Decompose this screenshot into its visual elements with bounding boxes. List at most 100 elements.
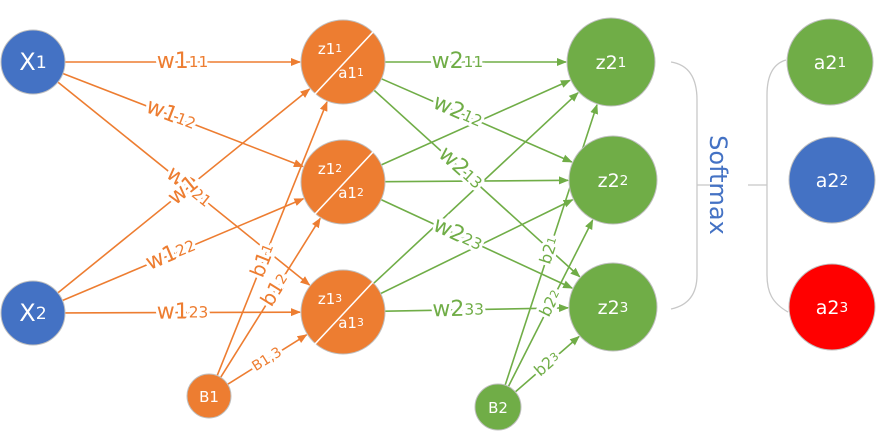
softmax-node-label-sub: 2 [840, 173, 849, 189]
softmax-node-a21 [786, 18, 874, 106]
hidden-node-a-label-main: a1 [338, 64, 357, 82]
hidden-node-z-label: z13 [318, 290, 342, 308]
hidden-node-z-label-main: z1 [318, 40, 335, 58]
softmax-node-label-main: a2 [816, 170, 840, 192]
output-node-label-main: z2 [598, 170, 620, 192]
edges-layer [57, 58, 598, 393]
bias-node-label: B1 [199, 388, 219, 406]
edge-label-text: w233 [432, 296, 484, 322]
output-node-label-sub: 3 [620, 300, 629, 316]
softmax-node-a22 [788, 136, 876, 224]
hidden-node-a-label: a12 [338, 184, 364, 202]
layer2-edge-h3-z23 [384, 304, 570, 313]
edge-label-text: w223 [429, 212, 486, 256]
hidden-node-z-label-main: z1 [318, 290, 335, 308]
layer2-edge-h2-z21 [381, 79, 571, 166]
edge-label-sub: 11 [189, 53, 209, 71]
layer2-edge-label: w213 [430, 139, 489, 196]
edge-label-text: w212 [429, 90, 486, 134]
bias-node-label-main: B2 [488, 399, 508, 417]
input-node-label: X1 [19, 48, 46, 76]
softmax-node-label: a22 [816, 170, 848, 192]
softmax-brackets [670, 59, 789, 313]
layer1-edge-label: w111 [154, 46, 212, 77]
output-node-label: z22 [598, 170, 629, 192]
edge-label-text: w211 [432, 49, 484, 74]
output-node-label: z21 [596, 52, 627, 74]
layer2-edge-label: w233 [429, 294, 487, 326]
layer1-bias-edge-b1-h3 [227, 334, 308, 385]
edge-label-text: w213 [433, 142, 488, 195]
input-node-label-sub: 2 [36, 304, 47, 324]
softmax-node-label-main: a2 [816, 297, 840, 319]
layer2-edge-h2-z23 [380, 198, 574, 289]
layer1-bias-edge-label: b11 [241, 239, 280, 284]
hidden-node-divider [314, 151, 374, 215]
hidden-node-divider [314, 31, 374, 95]
hidden-node-a-label: a13 [338, 314, 364, 332]
layer2-edge-label: w223 [426, 209, 488, 256]
edge-label-text: w112 [142, 94, 199, 136]
edge-label-text: w122 [142, 233, 199, 276]
edge-label-main: B1,3 [249, 344, 285, 374]
layer1-edge-x1-h2 [62, 72, 304, 168]
output-node-label-main: z2 [598, 297, 620, 319]
softmax-node-a23 [788, 263, 876, 351]
edge-label-sub: 11 [464, 53, 484, 71]
hidden-node-z-label: z12 [318, 160, 342, 178]
edge-label-text: w123 [157, 299, 209, 324]
hidden-node-a-label-sub: 3 [357, 316, 364, 329]
edge-label-main: w2 [432, 297, 464, 323]
layer1-edge-label: w123 [154, 296, 212, 327]
layer2-edge-h1-z23 [373, 89, 581, 278]
edge-label-text: b11 [244, 240, 279, 281]
hidden-node-z-label-main: z1 [318, 160, 335, 178]
bias-node-label-main: B1 [199, 388, 219, 406]
edge-label-text: b22 [535, 286, 564, 319]
output-node-z21 [566, 17, 656, 107]
output-node-label-sub: 1 [618, 55, 627, 71]
layer2-edge-h2-z22 [384, 176, 570, 185]
hidden-node-z-label: z11 [318, 40, 342, 58]
hidden-node-a-label-main: a1 [338, 314, 357, 332]
layer2-edge-label: w211 [429, 46, 487, 77]
input-node-x1 [0, 29, 66, 95]
input-node-label-main: X [19, 48, 35, 76]
hidden-node-z-label-sub: 1 [335, 42, 342, 55]
layer2-edge-h1-z22 [381, 78, 573, 163]
bias-node-label: B2 [488, 399, 508, 417]
layer1-bias-edge-b1-h2 [219, 217, 321, 378]
layer2-edge-h3-z22 [380, 199, 574, 295]
hidden-node-z-label-sub: 3 [335, 292, 342, 305]
hidden-node-a-label-sub: 2 [357, 186, 364, 199]
nodes-layer: X1X2z11a11z12a12z13a13B1B2z21z22z23a21a2… [0, 17, 876, 431]
softmax-label: Softmax [704, 135, 732, 235]
layer2-bias-edge-b2-z22 [507, 219, 594, 387]
hidden-node-a-label: a11 [338, 64, 364, 82]
hidden-node-z-label-sub: 2 [335, 162, 342, 175]
layer2-bias-edge-label: b22 [532, 285, 565, 323]
hidden-node-divider [314, 281, 374, 345]
layer2-edge-label: w212 [426, 87, 488, 134]
edge-label-main: w2 [432, 49, 464, 74]
left-bracket [670, 61, 698, 310]
layer1-edge-label: w112 [139, 91, 201, 136]
edge-label-sub: 33 [464, 300, 484, 318]
layer1-edge-x2-h1 [57, 88, 311, 294]
softmax-node-label-sub: 3 [840, 300, 849, 316]
output-node-label-main: z2 [596, 52, 618, 74]
softmax-node-label-sub: 1 [838, 55, 847, 71]
softmax-node-label-main: a2 [814, 52, 838, 74]
layer1-edge-x2-h2 [62, 198, 305, 302]
edge-label-main: w1 [157, 299, 189, 324]
edge-label-sub: 23 [189, 303, 209, 321]
layer1-edge-label: w122 [139, 233, 201, 279]
layer1-bias-edge-label: B1,3 [246, 341, 288, 377]
softmax-node-label: a21 [814, 52, 846, 74]
output-node-label: z23 [598, 297, 629, 319]
layer1-bias-edge-b1-h1 [216, 100, 328, 376]
edge-label-main: w1 [157, 49, 189, 74]
output-node-z22 [568, 135, 658, 225]
hidden-node-a-label-main: a1 [338, 184, 357, 202]
